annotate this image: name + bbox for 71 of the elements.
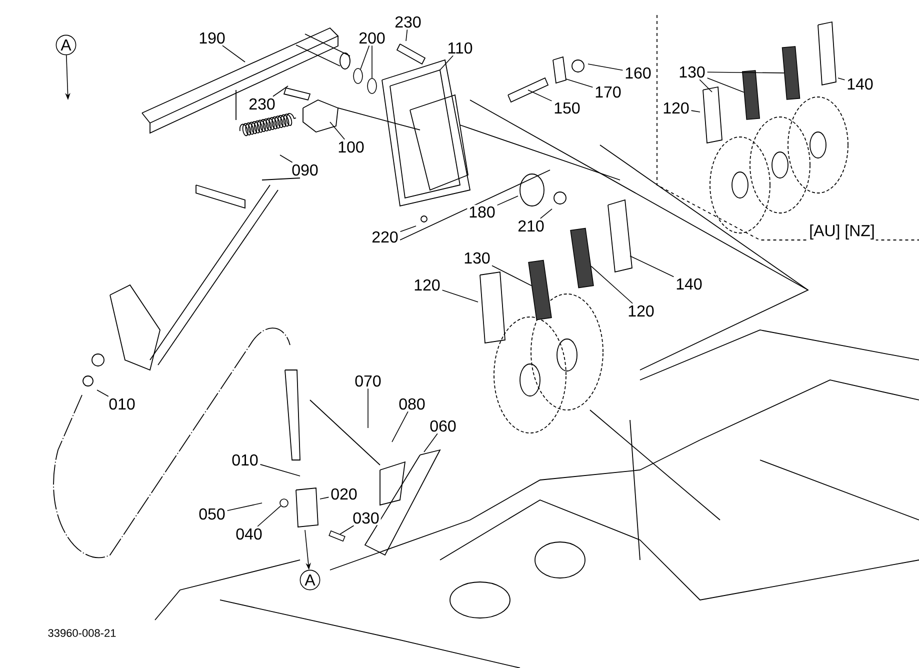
circled-letter: A <box>56 34 76 56</box>
leader-line <box>528 90 552 102</box>
leader-line <box>838 78 846 80</box>
callout-number: 040 <box>234 526 264 542</box>
callout-number: 100 <box>336 140 366 154</box>
leader-line <box>330 122 345 140</box>
leader-line <box>406 29 408 42</box>
callout-number: 130 <box>677 64 707 80</box>
callout-number: 120 <box>661 100 691 116</box>
callout-number: 140 <box>845 76 875 92</box>
leader-line <box>690 110 700 112</box>
leader-line <box>442 290 478 302</box>
ring <box>280 498 288 508</box>
leader-line <box>699 79 712 92</box>
leader-line <box>630 256 674 278</box>
leader-line <box>280 154 293 163</box>
callout-number: 010 <box>107 396 137 412</box>
callout-number: 120 <box>626 304 656 318</box>
callout-number: 130 <box>462 250 492 266</box>
circled-letter: A <box>300 570 320 590</box>
leader-line <box>706 72 784 74</box>
leader-line <box>590 266 633 304</box>
callout-number: 190 <box>197 30 227 46</box>
callout-number: 220 <box>370 230 400 244</box>
brake-pad <box>742 70 760 120</box>
callout-number: 090 <box>290 162 320 178</box>
leader-line <box>588 64 624 71</box>
ring <box>353 68 363 84</box>
leader-line <box>222 45 246 62</box>
leader-line <box>320 496 330 500</box>
callout-number: 170 <box>593 84 623 100</box>
brake-pad <box>570 228 594 288</box>
leader-line <box>257 506 282 527</box>
drawing-number: 33960-008-21 <box>46 628 118 638</box>
brake-pad <box>528 260 552 320</box>
leader-line <box>96 390 109 397</box>
leader-line <box>360 45 370 70</box>
callout-number: 150 <box>552 100 582 116</box>
callout-number: 080 <box>397 396 427 412</box>
callout-number: 200 <box>357 30 387 46</box>
leader-line <box>566 78 594 88</box>
callout-number: 010 <box>230 452 260 468</box>
leader-line <box>260 464 300 476</box>
leader-line <box>706 78 744 93</box>
callout-number: 110 <box>446 40 474 56</box>
leader-line <box>272 86 288 97</box>
callout-number: 030 <box>351 510 381 526</box>
callout-number: 050 <box>197 506 227 522</box>
callout-number: 230 <box>393 14 423 30</box>
leader-line <box>540 208 552 219</box>
pin <box>328 530 346 542</box>
ring <box>367 78 377 94</box>
callout-number: 160 <box>623 66 653 80</box>
callout-number: 230 <box>247 96 277 112</box>
region-label: [AU] [NZ] <box>808 224 876 240</box>
leader-line <box>424 433 438 452</box>
leader-line <box>226 502 262 512</box>
leader-line <box>392 411 408 442</box>
callout-number: 120 <box>412 278 442 292</box>
leader-line <box>400 226 416 232</box>
callout-number: 060 <box>428 418 458 434</box>
callout-number: 020 <box>329 486 359 502</box>
callout-number: 140 <box>674 276 704 292</box>
leader-line <box>340 525 354 534</box>
callout-number: 180 <box>467 204 497 220</box>
leader-line <box>440 55 454 70</box>
leader-line <box>496 196 518 206</box>
brake-pad <box>782 46 800 100</box>
callout-number: 210 <box>516 218 546 234</box>
callout-number: 070 <box>353 374 383 388</box>
leader-line <box>492 265 532 286</box>
